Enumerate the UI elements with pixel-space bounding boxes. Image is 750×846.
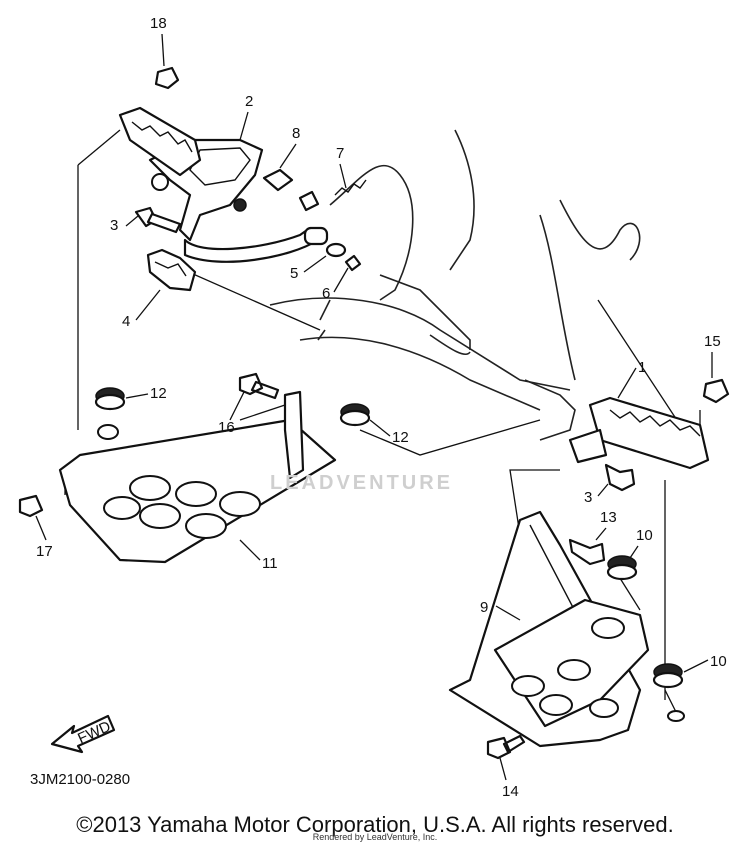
callout-16: 16 [218,419,235,436]
callout-8: 8 [292,125,300,142]
callout-11: 11 [262,555,278,572]
callout-1: 1 [638,359,646,376]
callout-5: 5 [290,265,298,282]
watermark: LEADVENTURE [270,472,454,494]
callout-2: 2 [245,93,253,110]
grommet-12-left [94,387,126,411]
callout-4: 4 [122,313,130,330]
copyright-footer: ©2013 Yamaha Motor Corporation, U.S.A. A… [76,812,674,837]
fwd-label: FWD [75,718,113,747]
rear-footpeg-upper [118,106,202,177]
grommet-10-lower [652,663,684,689]
nut-15 [702,378,730,404]
small-hardware [262,168,367,272]
left-footrest-guard [58,390,337,564]
bolt-13 [568,538,606,566]
callout-10-lower: 10 [710,653,727,670]
bolt-3-lower [604,463,636,492]
frame-outline [269,129,641,441]
callout-10-upper: 10 [636,527,653,544]
callout-12-left: 12 [150,385,167,402]
callout-17: 17 [36,543,53,560]
callout-6: 6 [322,285,330,302]
drawing-code: 3JM2100-0280 [30,771,130,788]
bolt-14 [486,734,526,760]
bolt-16 [238,372,280,400]
rear-footpeg-lower [146,248,197,292]
callout-numbers: 18 2 8 7 3 5 6 4 12 16 12 1 15 3 13 10 1… [36,15,727,800]
bolt-3-upper [134,206,182,234]
rendered-by-note: Rendered by LeadVenture, Inc. [312,832,438,842]
right-footrest-guard [448,510,685,748]
grommet-10-upper [606,555,638,581]
nut-18 [154,66,180,90]
callout-9: 9 [480,599,488,616]
callout-15: 15 [704,333,721,350]
callout-12-center: 12 [392,429,409,446]
grommet-12-center [339,403,371,427]
callout-leaders [35,33,713,781]
bolt-17 [18,494,44,518]
callout-3-lower: 3 [584,489,592,506]
callout-14: 14 [502,783,519,800]
right-footpeg [568,396,710,470]
callout-18: 18 [150,15,167,32]
fwd-arrow-icon: FWD [50,714,116,754]
callout-13: 13 [600,509,617,526]
callout-3-upper: 3 [110,217,118,234]
callout-7: 7 [336,145,344,162]
